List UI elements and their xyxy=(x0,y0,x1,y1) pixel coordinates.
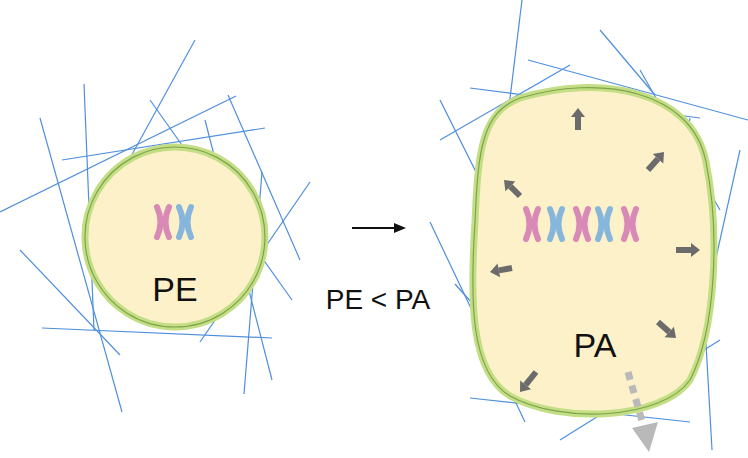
chromosome xyxy=(576,209,588,239)
plant-cell: PE xyxy=(80,142,270,336)
pressure-label: PE xyxy=(152,272,197,306)
cell-outline xyxy=(80,142,270,336)
chromosome xyxy=(526,209,538,239)
transition-arrow xyxy=(352,223,406,233)
chromosome xyxy=(157,207,169,237)
pressure-label: PA xyxy=(574,328,617,362)
chromosome xyxy=(624,209,636,239)
cell-outline xyxy=(468,80,722,424)
plant-cell: PA xyxy=(468,80,722,424)
chromosome xyxy=(598,209,610,239)
pressure-comparison: PE < PA xyxy=(326,286,431,314)
growth-direction-arrow xyxy=(628,372,658,452)
chromosomes xyxy=(526,209,636,239)
pressure-arrows xyxy=(490,108,700,392)
chromosomes xyxy=(157,207,191,237)
chromosome xyxy=(550,209,562,239)
chromosome xyxy=(179,207,191,237)
